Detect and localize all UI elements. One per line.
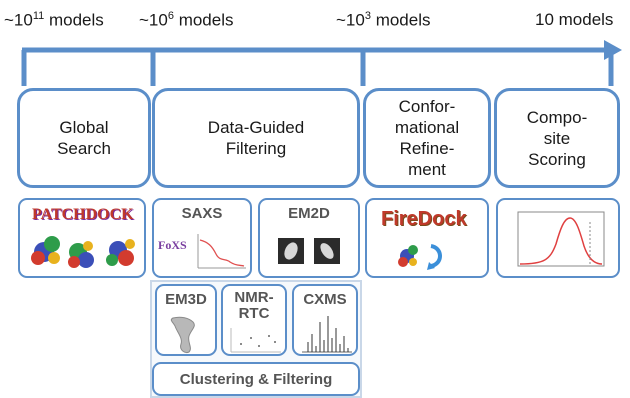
scale-label-1e3: ~103 models: [336, 10, 431, 30]
stage-data-guided-filtering: Data-Guided Filtering: [152, 88, 360, 188]
firedock-logo: FireDock: [381, 208, 467, 230]
patchdock-logo: PATCHDOCK: [32, 206, 134, 223]
stage-global-search-label: Global Search: [57, 118, 111, 158]
cxms-title: CXMS: [303, 291, 347, 308]
tool-patchdock: PATCHDOCK: [18, 198, 146, 278]
stage-conformational-refinement-label: Confor- mational Refine- ment: [394, 97, 460, 179]
stage-global-search: Global Search: [17, 88, 151, 188]
stage-conformational-refinement: Confor- mational Refine- ment: [363, 88, 491, 188]
clustering-filtering-label: Clustering & Filtering: [179, 370, 333, 388]
protein-complexes-image: [31, 236, 135, 268]
em2d-class-average-2: [314, 238, 340, 264]
saxs-profile-plot: [197, 234, 246, 269]
em2d-class-average-1: [278, 238, 304, 264]
saxs-title: SAXS: [181, 205, 223, 222]
tool-firedock: FireDock: [365, 198, 489, 278]
scale-label-1e6: ~106 models: [139, 10, 234, 30]
foxs-logo: FoXS: [158, 238, 187, 252]
stage-data-guided-filtering-label: Data-Guided Filtering: [207, 118, 305, 158]
stage-composite-scoring: Compo- site Scoring: [494, 88, 620, 188]
tool-saxs: SAXS FoXS: [152, 198, 252, 278]
tool-em2d: EM2D: [258, 198, 360, 278]
em2d-title: EM2D: [288, 205, 330, 222]
nmr-rtc-title: NMR- RTC: [234, 289, 274, 322]
tool-em3d: EM3D: [155, 284, 217, 356]
score-distribution-plot: [517, 211, 605, 267]
stage-composite-scoring-label: Compo- site Scoring: [526, 107, 588, 169]
nmr-rtc-plot: [230, 328, 281, 353]
scale-label-1e11: ~1011 models: [4, 10, 104, 30]
tool-nmr-rtc: NMR- RTC: [221, 284, 287, 356]
firedock-refinement-image: [398, 244, 442, 270]
cxms-spectrum-plot: [302, 316, 352, 353]
em3d-title: EM3D: [165, 291, 207, 308]
tool-clustering-filtering: Clustering & Filtering: [152, 362, 360, 396]
scale-label-10: 10 models: [535, 10, 614, 29]
tool-cxms: CXMS: [292, 284, 358, 356]
em3d-density-map-image: [170, 316, 195, 353]
tool-composite-score-plot: [496, 198, 620, 278]
